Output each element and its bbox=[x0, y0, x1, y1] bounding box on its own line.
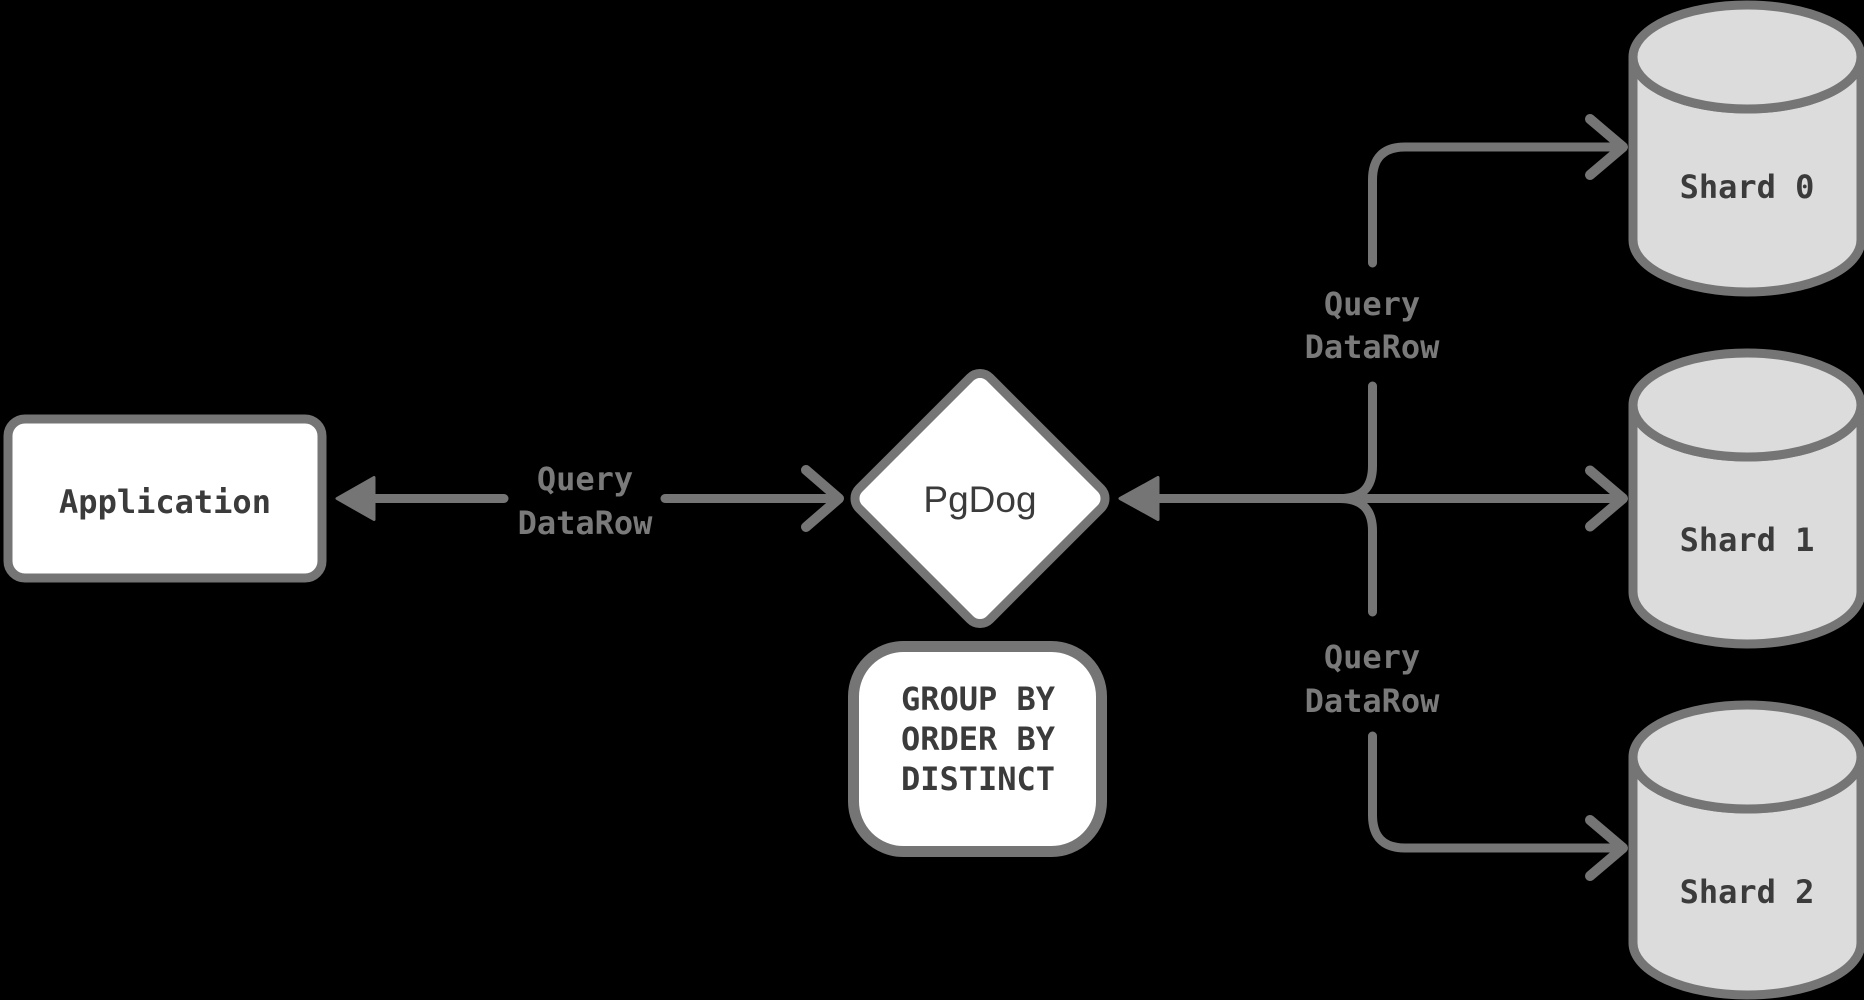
application-label: Application bbox=[59, 483, 271, 521]
arrowhead-to-pgdog-icon bbox=[801, 465, 844, 532]
edge-branch-up-lower bbox=[1335, 381, 1377, 503]
edge-label-line1: Query bbox=[1324, 638, 1420, 676]
shard-1-label: Shard 1 bbox=[1680, 521, 1815, 559]
edge-label-line1: Query bbox=[537, 460, 633, 498]
edge-branch-down-lower bbox=[1368, 731, 1620, 853]
arrowhead-to-shard1-icon bbox=[1585, 465, 1628, 532]
operations-note: GROUP BY ORDER BY DISTINCT bbox=[848, 641, 1107, 857]
edge-label-shards-bottom: Query DataRow bbox=[1305, 638, 1441, 720]
arrowhead-to-application-icon bbox=[335, 476, 376, 521]
edge-label-line1: Query bbox=[1324, 285, 1420, 323]
arrowhead-to-pgdog-right-icon bbox=[1118, 476, 1160, 521]
edge-label-app-pgdog: Query DataRow bbox=[518, 460, 654, 542]
edge-label-line2: DataRow bbox=[1305, 682, 1441, 720]
operations-box bbox=[848, 641, 1107, 857]
arrowhead-to-shard2-icon bbox=[1585, 815, 1628, 881]
pgdog-label: PgDog bbox=[923, 479, 1036, 520]
shard-0-label: Shard 0 bbox=[1680, 168, 1815, 206]
application-node: Application bbox=[3, 414, 327, 583]
arrowhead-to-shard0-icon bbox=[1585, 114, 1628, 180]
shard-0-node: Shard 0 bbox=[1628, 0, 1864, 297]
pgdog-diamond bbox=[850, 368, 1110, 629]
operations-line-2: ORDER BY bbox=[901, 720, 1056, 758]
edge-label-line2: DataRow bbox=[1305, 328, 1441, 366]
edge-branch-down-upper bbox=[1335, 494, 1377, 617]
edge-pgdog-shards: Query DataRow Query DataRow bbox=[1118, 114, 1628, 881]
pgdog-node: PgDog bbox=[850, 368, 1110, 629]
application-box bbox=[3, 414, 327, 583]
database-cylinder-top bbox=[1628, 0, 1864, 114]
operations-line-1: GROUP BY bbox=[901, 680, 1056, 718]
shard-2-node: Shard 2 bbox=[1628, 700, 1864, 1000]
edge-label-line2: DataRow bbox=[518, 504, 654, 542]
shard-2-label: Shard 2 bbox=[1680, 873, 1815, 911]
edge-label-shards-top: Query DataRow bbox=[1305, 285, 1441, 366]
shard-1-node: Shard 1 bbox=[1628, 348, 1864, 649]
edge-app-pgdog: Query DataRow bbox=[335, 460, 844, 542]
database-cylinder-top bbox=[1628, 700, 1864, 814]
edge-branch-up-upper bbox=[1368, 142, 1620, 268]
operations-line-3: DISTINCT bbox=[901, 760, 1055, 798]
database-cylinder-top bbox=[1628, 348, 1864, 462]
